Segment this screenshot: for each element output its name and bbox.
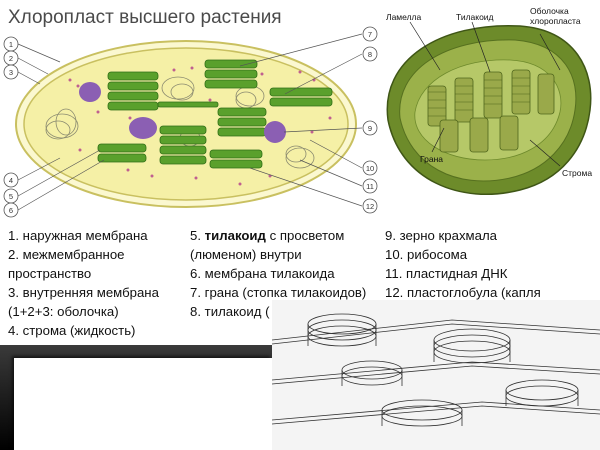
num-8: 8 — [368, 50, 372, 59]
legend-item-2-cont: пространство — [8, 266, 92, 281]
legend-column-3: 9. зерно крахмала 10. рибосома 11. пласт… — [385, 226, 541, 302]
legend-item-3-note: (1+2+3: оболочка) — [8, 304, 119, 319]
num-4: 4 — [9, 176, 13, 185]
legend-item-2: 2. межмембранное — [8, 247, 125, 262]
bottom-left-inner — [14, 358, 272, 450]
num-9: 9 — [368, 124, 372, 133]
legend-item-9: 9. зерно крахмала — [385, 228, 497, 243]
legend-item-12: 12. пластоглобула (капля — [385, 285, 541, 300]
diagram-title: Хлоропласт высшего растения — [8, 7, 282, 28]
num-6: 6 — [9, 206, 13, 215]
number-circles — [3, 26, 378, 218]
leader-lines — [17, 33, 363, 211]
num-2: 2 — [9, 54, 13, 63]
num-3: 3 — [9, 68, 13, 77]
label-lamella: Ламелла — [386, 12, 422, 22]
grana-stacks — [97, 59, 333, 169]
dna-loops — [45, 76, 315, 169]
num-10: 10 — [366, 164, 374, 173]
legend-item-10: 10. рибосома — [385, 247, 468, 262]
num-12: 12 — [366, 202, 374, 211]
legend-item-5-cont: (люменом) внутри — [190, 247, 302, 262]
thylakoid-sketch-panel — [272, 300, 600, 450]
legend-item-4: 4. строма (жидкость) — [8, 323, 136, 338]
legend-item-1: 1. наружная мембрана — [8, 228, 148, 243]
chloroplast-3d-illustration — [386, 21, 592, 195]
legend-item-7: 7. грана (стопка тилакоидов) — [190, 285, 367, 300]
legend-item-6: 6. мембрана тилакоида — [190, 266, 335, 281]
label-thylakoid: Тилакоид — [456, 12, 494, 22]
legend-item-11: 11. пластидная ДНК — [385, 266, 508, 281]
label-grana: Грана — [420, 154, 443, 164]
legend-column-1: 1. наружная мембрана 2. межмембранное пр… — [8, 226, 159, 340]
num-11: 11 — [366, 182, 374, 191]
num-1: 1 — [9, 40, 13, 49]
label-envelope-2: хлоропласта — [530, 16, 581, 26]
thylakoid-sketch — [272, 313, 600, 427]
num-5: 5 — [9, 192, 13, 201]
label-stroma: Строма — [562, 168, 592, 178]
label-envelope-1: Оболочка — [530, 6, 569, 16]
legend-item-5: 5. тилакоид с просветом — [190, 228, 345, 243]
legend-column-2: 5. тилакоид с просветом (люменом) внутри… — [190, 226, 366, 321]
legend-item-3: 3. внутренняя мембрана — [8, 285, 159, 300]
starch-grains — [79, 82, 286, 143]
ribosomes — [68, 66, 332, 186]
num-7: 7 — [368, 30, 372, 39]
legend-item-8: 8. тилакоид ( — [190, 304, 270, 319]
